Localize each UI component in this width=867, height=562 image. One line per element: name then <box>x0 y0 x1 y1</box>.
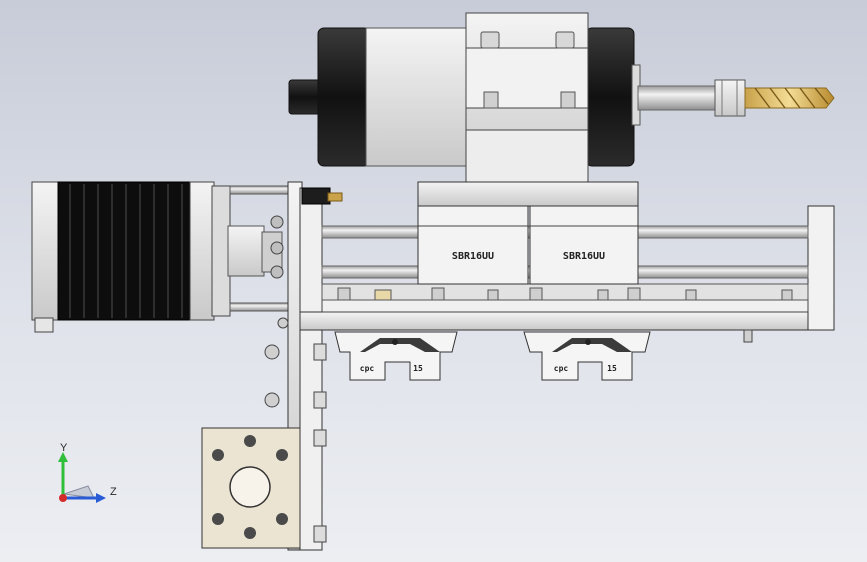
clamp-bolt <box>560 91 576 109</box>
collet-nut <box>714 79 746 117</box>
motor-coupling <box>227 185 291 312</box>
clamp-bolt <box>480 31 500 49</box>
spindle-front-body <box>585 27 635 167</box>
rail-bolts <box>337 287 793 301</box>
rail-block-size: 15 <box>413 364 423 373</box>
spindle-clamp[interactable] <box>465 12 589 184</box>
bearing-label: SBR16UU <box>452 251 494 262</box>
spindle-rear-body <box>317 27 371 167</box>
bearing-block-right[interactable]: SBR16UU <box>529 205 639 285</box>
spindle-motor[interactable] <box>288 27 835 167</box>
spindle-rear-cap <box>288 79 322 115</box>
carriage-plate <box>417 181 639 207</box>
rail-base <box>321 299 809 313</box>
brass-fitting <box>327 192 343 202</box>
z-axis-label: Z <box>110 486 117 498</box>
flange-bearing-plate[interactable] <box>201 427 301 549</box>
end-plate-bolts <box>264 317 327 543</box>
axis-triad-graphic <box>58 452 106 503</box>
stepper-connector <box>34 317 54 333</box>
rail-block-right[interactable]: cpc 15 <box>523 331 651 381</box>
rail-block-brand: cpc <box>554 364 569 373</box>
drill-bit <box>744 87 835 109</box>
bearing-block-left[interactable]: SBR16UU <box>417 205 529 285</box>
x-axis-origin <box>59 494 67 502</box>
y-axis-label: Y <box>60 442 68 454</box>
rail-block-size: 15 <box>607 364 617 373</box>
clamp-bolt <box>555 31 575 49</box>
base-plate <box>299 311 835 331</box>
carriage[interactable]: SBR16UU SBR16UU <box>417 181 639 285</box>
spindle-shaft <box>637 85 719 111</box>
limit-switch <box>301 187 331 205</box>
spindle-housing <box>365 27 467 167</box>
bearing-label: SBR16UU <box>563 251 605 262</box>
axis-triad[interactable]: Y Z <box>40 440 130 520</box>
view-plane-icon <box>63 485 95 499</box>
stepper-motor[interactable] <box>31 181 231 333</box>
rail-block-brand: cpc <box>360 364 375 373</box>
end-block <box>807 205 835 331</box>
rail-block-left[interactable]: cpc 15 <box>334 331 458 381</box>
clamp-bolt <box>483 91 499 109</box>
